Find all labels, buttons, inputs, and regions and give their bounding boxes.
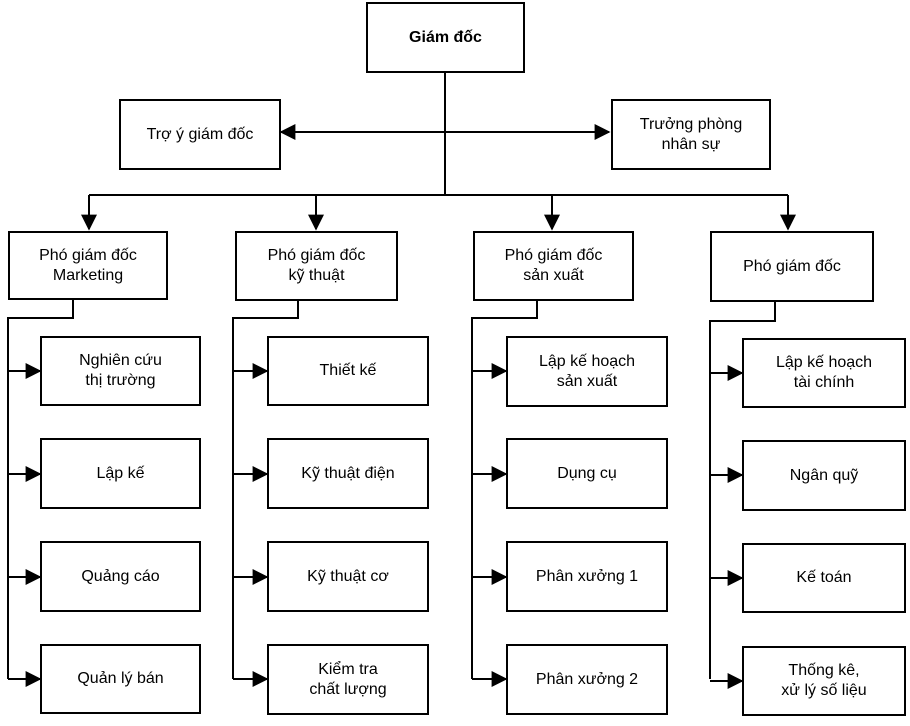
- unit-label: Quảng cáo: [81, 567, 160, 585]
- deputy-label: Phó giám đốc sản xuất: [504, 247, 603, 284]
- unit-box: Dụng cụ: [506, 438, 668, 509]
- unit-label: Dụng cụ: [557, 464, 617, 482]
- col4-spine: [709, 302, 776, 679]
- unit-box: Kỹ thuật điện: [267, 438, 429, 509]
- deputy-label: Phó giám đốc Marketing: [39, 246, 137, 284]
- unit-label: Kiểm tra chất lượng: [309, 660, 387, 698]
- unit-label: Thống kê, xử lý số liệu: [781, 662, 867, 699]
- unit-label: Phân xưởng 2: [535, 670, 639, 688]
- col1-spine: [7, 299, 74, 679]
- director-box: Giám đốc: [366, 2, 525, 73]
- unit-box: Phân xưởng 1: [506, 541, 668, 612]
- unit-box: Lập kế: [40, 438, 201, 509]
- unit-box: Kế toán: [742, 543, 906, 613]
- unit-box: Quản lý bán: [40, 644, 201, 714]
- unit-label: Kỹ thuật điện: [301, 464, 395, 482]
- unit-box: Thiết kế: [267, 336, 429, 406]
- deputy-finance-box: Phó giám đốc: [710, 231, 874, 302]
- hr-head-label: Trưởng phòng nhân sự: [639, 115, 743, 153]
- unit-box: Thống kê, xử lý số liệu: [742, 646, 906, 716]
- director-label: Giám đốc: [409, 28, 482, 46]
- unit-label: Nghiên cứu thị trường: [79, 352, 162, 389]
- unit-label: Kế toán: [796, 569, 852, 586]
- deputy-label: Phó giám đốc: [743, 257, 841, 275]
- unit-box: Kiểm tra chất lượng: [267, 644, 429, 715]
- hr-head-box: Trưởng phòng nhân sự: [611, 99, 771, 170]
- deputy-marketing-box: Phó giám đốc Marketing: [8, 231, 168, 300]
- unit-box: Ngân quỹ: [742, 440, 906, 511]
- assistant-box: Trợ ý giám đốc: [119, 99, 281, 170]
- unit-box: Nghiên cứu thị trường: [40, 336, 201, 406]
- deputy-technical-box: Phó giám đốc kỹ thuật: [235, 231, 398, 301]
- unit-box: Phân xưởng 2: [506, 644, 668, 715]
- unit-box: Kỹ thuật cơ: [267, 541, 429, 612]
- unit-label: Lập kế hoạch tài chính: [775, 354, 873, 391]
- unit-box: Lập kế hoạch sản xuất: [506, 336, 668, 407]
- deputy-production-box: Phó giám đốc sản xuất: [473, 231, 634, 301]
- col3-spine: [471, 300, 538, 679]
- assistant-label: Trợ ý giám đốc: [146, 125, 254, 143]
- deputy-label: Phó giám đốc kỹ thuật: [267, 247, 366, 284]
- col2-spine: [232, 300, 299, 679]
- unit-label: Phân xưởng 1: [535, 567, 639, 585]
- unit-box: Quảng cáo: [40, 541, 201, 612]
- unit-label: Quản lý bán: [77, 670, 164, 687]
- unit-box: Lập kế hoạch tài chính: [742, 338, 906, 408]
- unit-label: Lập kế hoạch sản xuất: [538, 352, 636, 390]
- unit-label: Lập kế: [96, 464, 145, 482]
- unit-label: Ngân quỹ: [789, 466, 859, 484]
- unit-label: Thiết kế: [319, 362, 377, 379]
- unit-label: Kỹ thuật cơ: [307, 567, 389, 585]
